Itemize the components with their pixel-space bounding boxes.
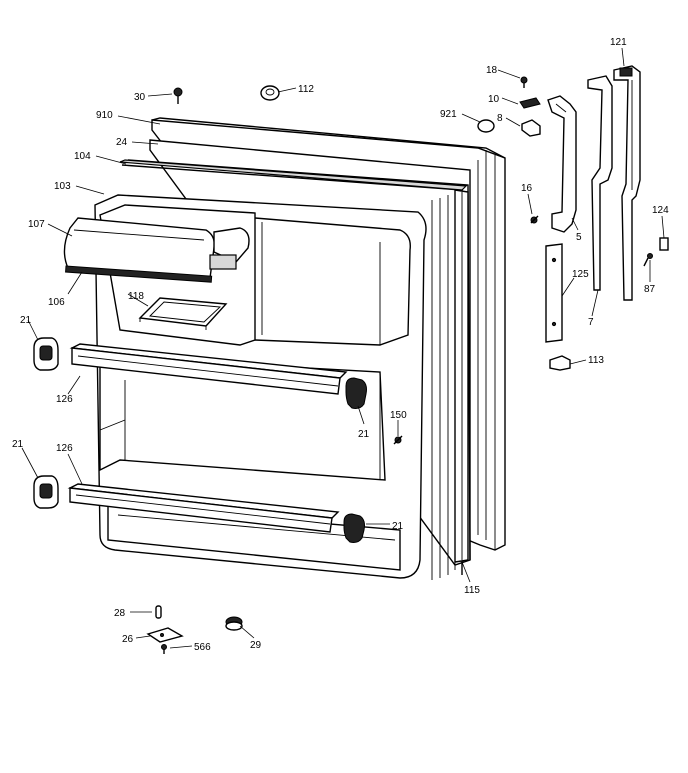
label-28: 28 <box>114 608 126 619</box>
door-inner-liner <box>94 194 427 579</box>
clip-124 <box>659 237 669 251</box>
egg-tray <box>138 297 228 330</box>
door-shelf-lower <box>67 483 340 533</box>
label-24: 24 <box>116 137 128 148</box>
label-125: 125 <box>572 269 589 280</box>
label-18: 18 <box>486 65 498 76</box>
label-5: 5 <box>576 232 582 243</box>
label-7: 7 <box>588 317 594 328</box>
screw-566 <box>161 644 167 654</box>
label-16: 16 <box>521 183 533 194</box>
label-113: 113 <box>588 355 604 366</box>
spacer-8 <box>521 119 541 137</box>
leader-lines <box>21 47 665 649</box>
door-shelf-upper <box>69 343 348 395</box>
hinge-plate-26 <box>146 627 184 643</box>
label-106: 106 <box>48 297 65 308</box>
shelf-end-cap <box>33 337 367 543</box>
screw-16 <box>530 215 539 224</box>
label-10: 10 <box>488 94 500 105</box>
label-30: 30 <box>134 92 146 103</box>
hinge-bracket-5 <box>547 95 577 233</box>
label-112: 112 <box>298 84 314 95</box>
label-103: 103 <box>54 181 71 192</box>
screw-150 <box>393 435 403 445</box>
handle-7 <box>587 75 613 291</box>
label-21-lower-left: 21 <box>12 439 24 450</box>
label-118: 118 <box>128 291 144 302</box>
label-29: 29 <box>250 640 262 651</box>
dairy-door <box>63 217 250 283</box>
plug-112 <box>260 85 280 101</box>
bushing-29 <box>225 616 243 631</box>
cap-113 <box>549 355 571 371</box>
part-labels: 30 112 910 24 104 103 107 106 118 21 126… <box>12 37 669 653</box>
label-21-upper-left: 21 <box>20 315 32 326</box>
label-107: 107 <box>28 219 45 230</box>
label-121: 121 <box>610 37 627 48</box>
label-115: 115 <box>464 585 480 596</box>
screw-87 <box>643 253 653 267</box>
bracket-125 <box>545 243 563 343</box>
pin-28 <box>155 605 162 619</box>
label-566: 566 <box>194 642 211 653</box>
door-stop <box>454 189 469 563</box>
label-910: 910 <box>96 110 113 121</box>
screw-18 <box>520 76 528 88</box>
screw-30 <box>173 87 183 104</box>
label-21-lower-right: 21 <box>392 521 404 532</box>
label-8: 8 <box>497 113 503 124</box>
handle-cap-121 <box>613 65 641 301</box>
label-124: 124 <box>652 205 669 216</box>
clip-10 <box>519 97 541 109</box>
cam-921 <box>477 119 495 133</box>
label-104: 104 <box>74 151 91 162</box>
label-87: 87 <box>644 284 656 295</box>
label-21-upper-right: 21 <box>358 429 370 440</box>
label-150: 150 <box>390 410 407 421</box>
label-26: 26 <box>122 634 134 645</box>
label-126-lower: 126 <box>56 443 73 454</box>
label-921: 921 <box>440 109 457 120</box>
label-126-upper: 126 <box>56 394 73 405</box>
